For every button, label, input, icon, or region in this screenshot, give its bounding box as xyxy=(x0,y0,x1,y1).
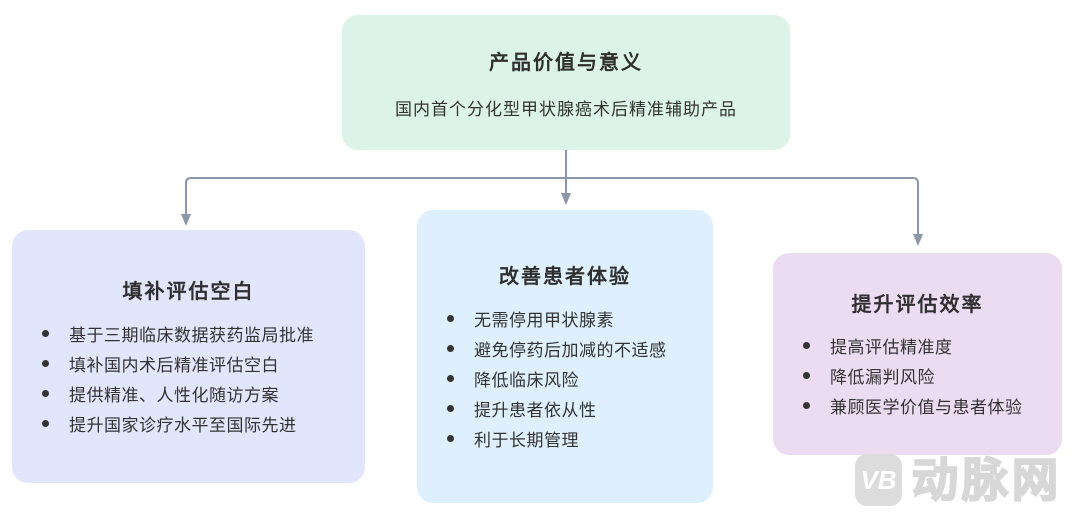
bullet-item: 提升国家诊疗水平至国际先进 xyxy=(42,408,355,438)
bullet-item: 提高评估精准度 xyxy=(803,331,1052,361)
bullet-text: 降低临床风险 xyxy=(474,370,579,390)
branch-bullet-list: 提高评估精准度降低漏判风险兼顾医学价值与患者体验 xyxy=(773,331,1062,421)
bullet-text: 提供精准、人性化随访方案 xyxy=(69,385,279,405)
bullet-text: 基于三期临床数据获药监局批准 xyxy=(69,325,314,345)
arrowhead-left-icon xyxy=(181,214,191,226)
bullet-dot-icon xyxy=(447,374,454,382)
bullet-item: 降低漏判风险 xyxy=(803,361,1052,391)
arrowhead-right-icon xyxy=(913,234,923,246)
watermark-text: 动脉网 xyxy=(911,454,1062,506)
bullet-item: 利于长期管理 xyxy=(447,423,703,453)
bullet-text: 无需停用甲状腺素 xyxy=(474,310,614,330)
bullet-dot-icon xyxy=(42,419,49,427)
branch-title: 提升评估效率 xyxy=(851,293,984,316)
branch-title: 改善患者体验 xyxy=(499,266,631,288)
bullet-item: 提供精准、人性化随访方案 xyxy=(42,378,355,408)
bullet-text: 填补国内术后精准评估空白 xyxy=(69,355,279,375)
bullet-text: 降低漏判风险 xyxy=(830,368,935,387)
bullet-text: 利于长期管理 xyxy=(474,430,579,450)
bullet-dot-icon xyxy=(42,329,49,337)
root-node-title: 产品价值与意义 xyxy=(489,51,643,74)
bullet-dot-icon xyxy=(803,342,810,349)
bullet-text: 避免停药后加减的不适感 xyxy=(474,340,667,360)
bullet-dot-icon xyxy=(447,404,454,412)
bullet-item: 避免停药后加减的不适感 xyxy=(447,333,703,363)
branch-title: 填补评估空白 xyxy=(122,281,255,303)
watermark: VB 动脉网 xyxy=(855,452,1062,508)
branch-bullet-list: 基于三期临床数据获药监局批准填补国内术后精准评估空白提供精准、人性化随访方案提升… xyxy=(12,318,365,438)
branch-node-boost-evaluation-efficiency: 提升评估效率 提高评估精准度降低漏判风险兼顾医学价值与患者体验 xyxy=(773,253,1062,455)
branch-node-improve-patient-experience: 改善患者体验 无需停用甲状腺素避免停药后加减的不适感降低临床风险提升患者依从性利… xyxy=(417,210,713,503)
bullet-text: 兼顾医学价值与患者体验 xyxy=(830,398,1023,417)
bullet-text: 提升患者依从性 xyxy=(474,400,597,420)
bullet-item: 无需停用甲状腺素 xyxy=(447,303,703,333)
bullet-text: 提高评估精准度 xyxy=(830,338,953,357)
branch-bullet-list: 无需停用甲状腺素避免停药后加减的不适感降低临床风险提升患者依从性利于长期管理 xyxy=(417,303,713,453)
bullet-text: 提升国家诊疗水平至国际先进 xyxy=(69,415,297,435)
bullet-item: 填补国内术后精准评估空白 xyxy=(42,348,355,378)
arrowhead-center-icon xyxy=(561,193,571,205)
bullet-dot-icon xyxy=(42,389,49,397)
root-node-subtitle: 国内首个分化型甲状腺癌术后精准辅助产品 xyxy=(395,99,737,119)
bullet-item: 兼顾医学价值与患者体验 xyxy=(803,391,1052,421)
bullet-dot-icon xyxy=(447,344,454,352)
bullet-item: 基于三期临床数据获药监局批准 xyxy=(42,318,355,348)
connector-branch-left xyxy=(185,177,566,214)
bullet-dot-icon xyxy=(803,372,810,379)
bullet-dot-icon xyxy=(447,314,454,322)
bullet-item: 提升患者依从性 xyxy=(447,393,703,423)
vb-logo-text: VB xyxy=(860,464,897,495)
root-node-product-value: 产品价值与意义 国内首个分化型甲状腺癌术后精准辅助产品 xyxy=(342,15,790,150)
bullet-dot-icon xyxy=(447,434,454,442)
bullet-dot-icon xyxy=(803,402,810,409)
bullet-dot-icon xyxy=(42,359,49,367)
vb-logo-icon: VB xyxy=(855,454,902,506)
bullet-item: 降低临床风险 xyxy=(447,363,703,393)
branch-node-fill-evaluation-gap: 填补评估空白 基于三期临床数据获药监局批准填补国内术后精准评估空白提供精准、人性… xyxy=(12,230,365,483)
